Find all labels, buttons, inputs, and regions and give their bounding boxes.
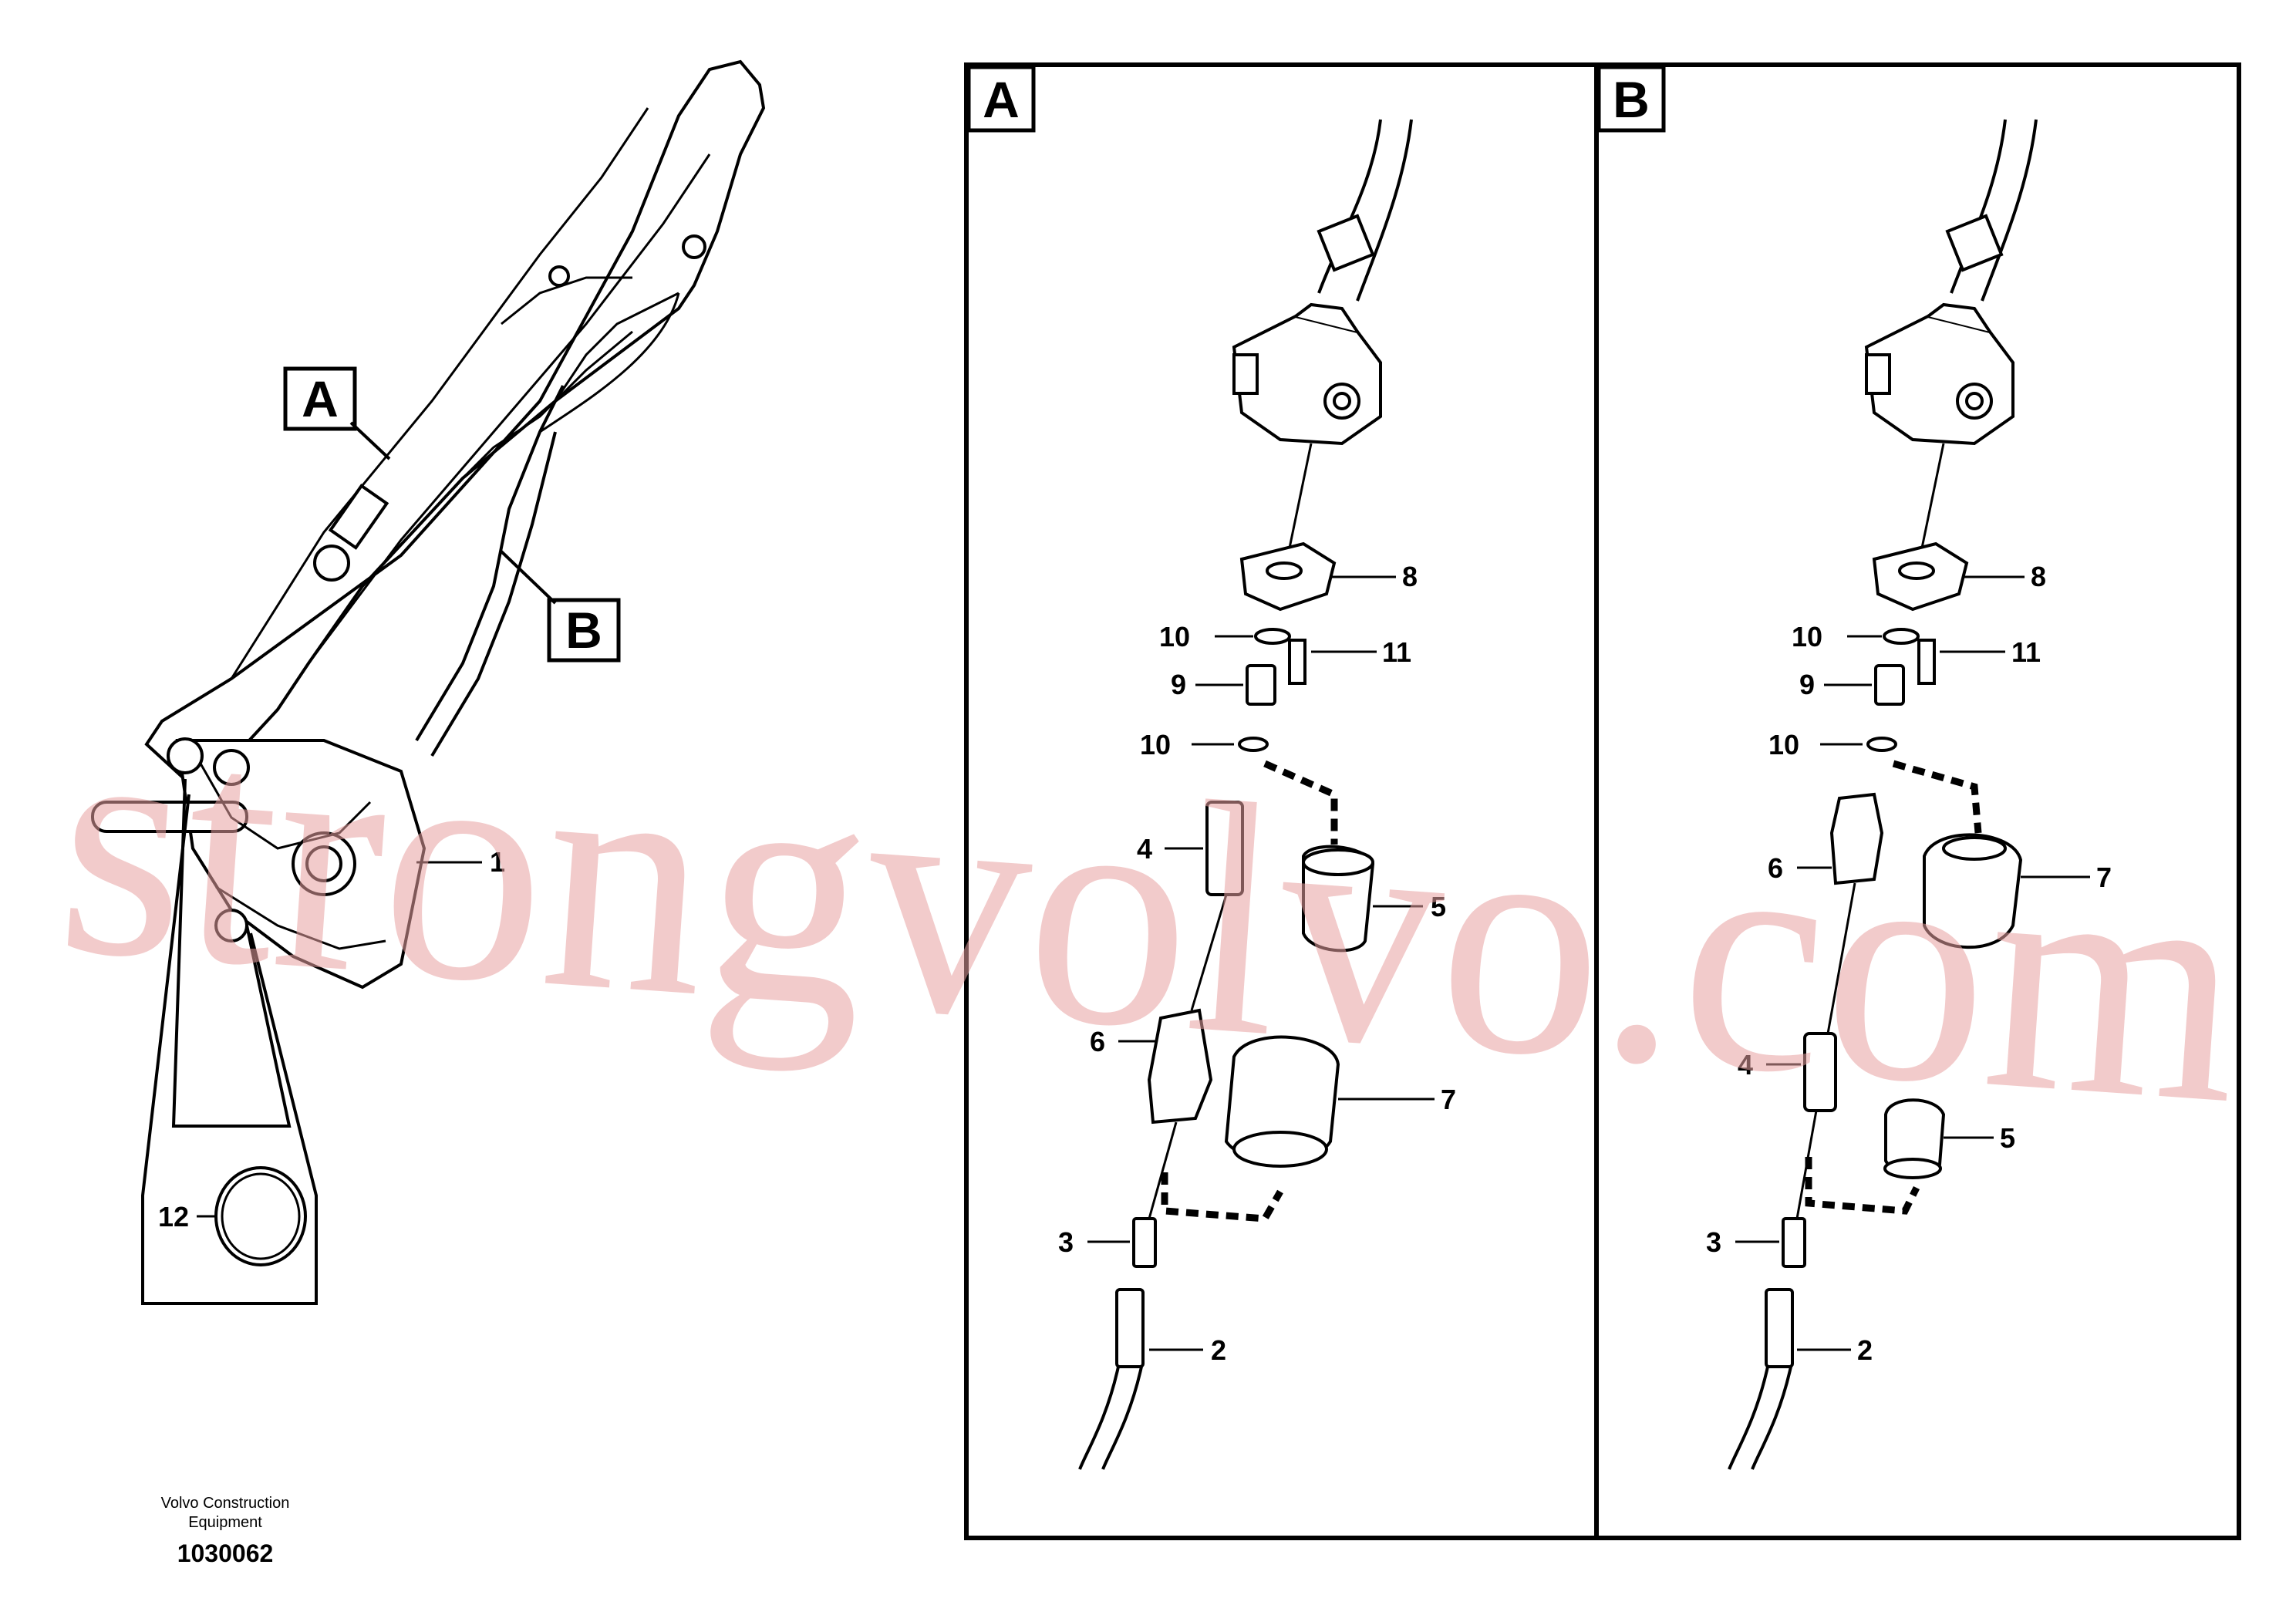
panel-b-callout-3: 3 (1706, 1226, 1721, 1258)
panel-b-callout-10b: 10 (1768, 729, 1799, 760)
panel-a-callout-2: 2 (1211, 1334, 1226, 1366)
panel-b-callout-6: 6 (1768, 852, 1783, 884)
boom-arm-drawing (91, 59, 766, 1305)
panel-a-callout-4: 4 (1137, 833, 1152, 865)
panel-a-callout-9: 9 (1171, 669, 1186, 700)
callout-label-a: A (283, 366, 391, 460)
overview-label-b: B (565, 602, 602, 659)
panel-b-callout-11: 11 (2011, 636, 2041, 668)
panel-b-callout-7: 7 (2096, 862, 2112, 893)
panel-a-callout-6: 6 (1090, 1026, 1105, 1057)
company-name-line1: Volvo Construction (161, 1495, 290, 1512)
panel-b-callout-10a: 10 (1792, 621, 1822, 653)
drawing-number: 1030062 (177, 1539, 274, 1567)
callout-part-1: 1 (416, 846, 505, 878)
part-12-label: 12 (158, 1201, 189, 1233)
panel-a-callout-8: 8 (1402, 561, 1418, 592)
footer-block: Volvo Construction Equipment 1030062 (161, 1495, 290, 1567)
detail-frame (964, 62, 2241, 1540)
panel-b-callout-9: 9 (1799, 669, 1815, 700)
panel-a-callout-11: 11 (1382, 636, 1411, 668)
panel-b-title: B (1613, 71, 1650, 128)
overview-label-a: A (302, 370, 339, 427)
panel-b: B 8 10 11 9 10 6 7 (1596, 65, 2112, 1470)
callout-label-b: B (500, 550, 621, 663)
company-name-line2: Equipment (188, 1514, 262, 1531)
part-1-label: 1 (490, 846, 505, 878)
panel-a-callout-10b: 10 (1140, 729, 1171, 760)
panel-a-callout-10a: 10 (1159, 621, 1190, 653)
panel-a-title: A (983, 71, 1020, 128)
seal-o-ring: 12 (158, 1166, 307, 1266)
watermark: strongvolvo.com (49, 655, 2251, 1173)
panel-b-callout-2: 2 (1857, 1334, 1873, 1366)
panel-a-callout-5: 5 (1431, 891, 1446, 922)
panel-a-callout-7: 7 (1441, 1084, 1456, 1115)
panel-a: A 8 10 11 9 10 (966, 65, 1456, 1470)
panel-b-callout-4: 4 (1738, 1049, 1753, 1081)
panel-b-callout-5: 5 (2000, 1122, 2015, 1154)
panel-b-callout-8: 8 (2031, 561, 2046, 592)
panel-a-callout-3: 3 (1058, 1226, 1074, 1258)
